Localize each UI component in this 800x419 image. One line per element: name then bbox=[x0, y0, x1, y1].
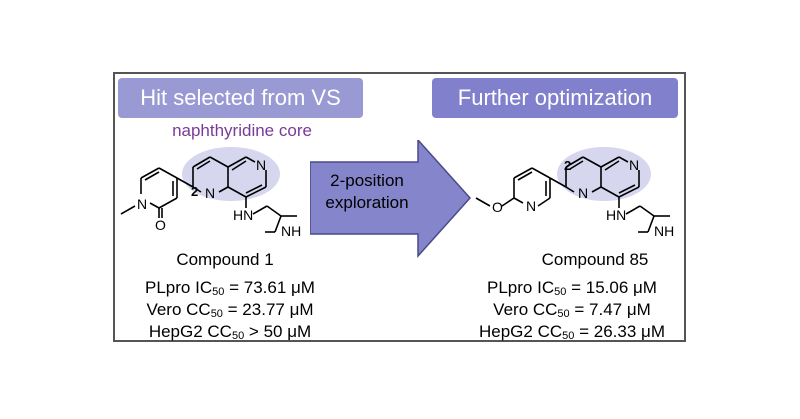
atom-n: N bbox=[578, 185, 588, 201]
hit-header: Hit selected from VS bbox=[118, 78, 363, 118]
arrow-label-line: exploration bbox=[325, 193, 409, 212]
arrow-label-line: 2-position bbox=[330, 171, 404, 190]
stat-line: PLpro IC50 = 73.61 μM bbox=[145, 278, 315, 298]
atom-nh: NH bbox=[281, 223, 301, 239]
position-label: 2 bbox=[564, 158, 571, 173]
arrow-label: 2-position exploration bbox=[313, 170, 421, 214]
compound-1-structure: N N 2 N O HN NH bbox=[120, 147, 301, 239]
compound-1-stats: PLpro IC50 = 73.61 μM Vero CC50 = 23.77 … bbox=[120, 277, 340, 343]
atom-n: N bbox=[256, 157, 266, 173]
core-label: naphthyridine core bbox=[172, 121, 312, 140]
stat-line: HepG2 CC50 > 50 μM bbox=[148, 322, 312, 342]
atom-hn: HN bbox=[606, 207, 626, 223]
stat-line: Vero CC50 = 23.77 μM bbox=[146, 300, 314, 320]
atom-o: O bbox=[155, 217, 166, 233]
compound-1-label: Compound 1 bbox=[176, 250, 274, 269]
optimization-header: Further optimization bbox=[432, 78, 678, 118]
atom-n: N bbox=[205, 185, 215, 201]
position-label: 2 bbox=[191, 184, 198, 199]
compound-85-structure: N N 2 N O HN NH bbox=[475, 147, 674, 239]
stat-line: HepG2 CC50 = 26.33 μM bbox=[479, 322, 665, 342]
atom-n: N bbox=[526, 198, 536, 214]
stat-line: PLpro IC50 = 15.06 μM bbox=[487, 278, 657, 298]
atom-o: O bbox=[492, 199, 503, 215]
compound-85-label: Compound 85 bbox=[541, 250, 649, 269]
progress-arrow bbox=[310, 140, 472, 258]
core-highlight bbox=[557, 147, 651, 201]
atom-n: N bbox=[629, 157, 639, 173]
stat-line: Vero CC50 = 7.47 μM bbox=[493, 300, 651, 320]
compound-85-stats: PLpro IC50 = 15.06 μM Vero CC50 = 7.47 μ… bbox=[462, 277, 682, 343]
atom-nh: NH bbox=[654, 223, 674, 239]
atom-n: N bbox=[137, 196, 147, 212]
atom-hn: HN bbox=[233, 207, 253, 223]
